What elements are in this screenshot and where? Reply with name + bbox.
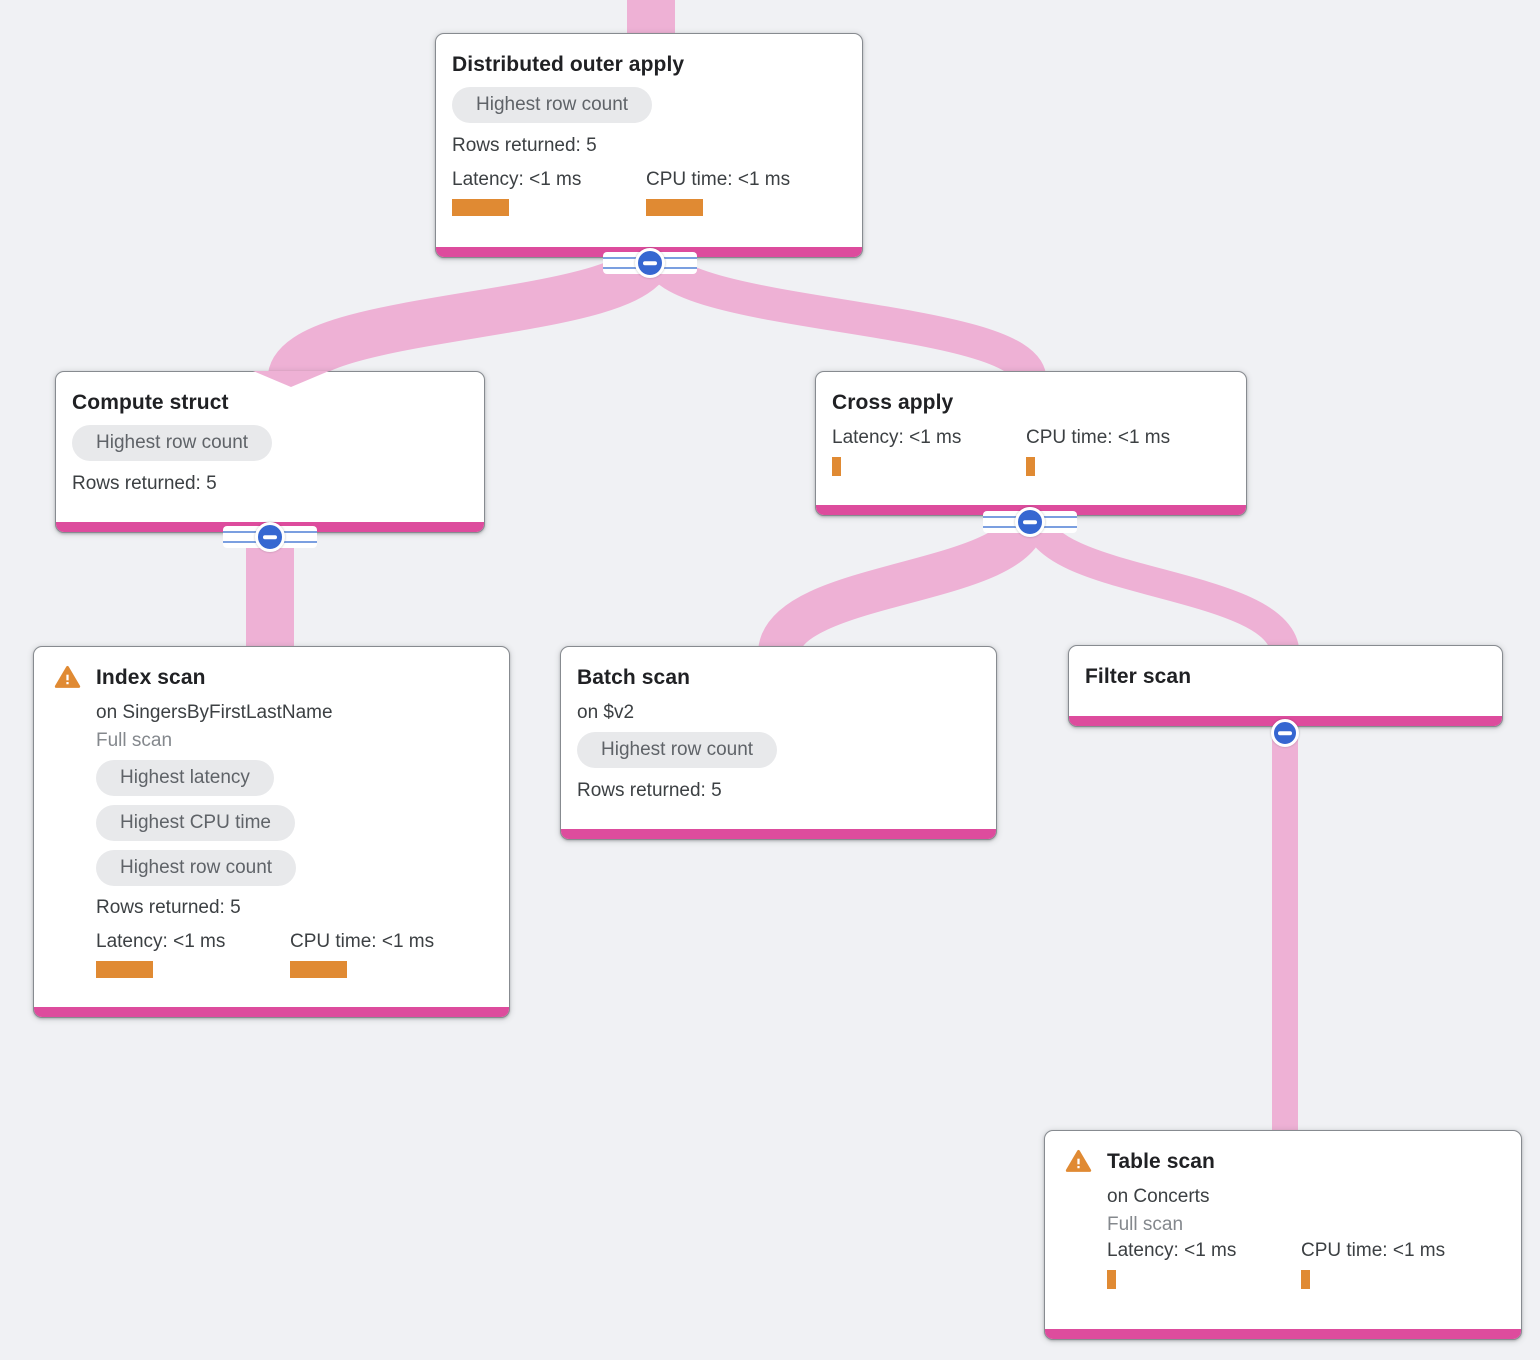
collapse-minus-icon: [635, 248, 665, 278]
plan-node-index-scan[interactable]: Index scan on SingersByFirstLastName Ful…: [33, 646, 510, 1018]
latency-label: Latency: <1 ms: [1107, 1240, 1237, 1261]
collapse-minus-icon: [1271, 719, 1299, 747]
node-title: Filter scan: [1085, 665, 1192, 688]
rows-returned-label: Rows returned: 5: [452, 135, 597, 156]
cpu-time-bar: [1026, 457, 1035, 476]
edge-distributed-outer-apply-to-cross-apply: [640, 248, 1047, 384]
latency-bar: [1107, 1270, 1116, 1289]
full-scan-label: Full scan: [1107, 1214, 1184, 1235]
rows-returned-label: Rows returned: 5: [577, 780, 722, 801]
badge-highest-row-count: Highest row count: [72, 425, 273, 461]
badge-highest-row-count: Highest row count: [452, 87, 653, 123]
badge-highest-row-count: Highest row count: [577, 732, 778, 768]
cpu-time-label: CPU time: <1 ms: [1301, 1240, 1446, 1261]
plan-node-batch-scan[interactable]: Batch scan on $v2 Highest row count Rows…: [560, 646, 997, 840]
cpu-time-label: CPU time: <1 ms: [646, 169, 791, 190]
node-title: Distributed outer apply: [452, 53, 685, 76]
cpu-time-bar: [646, 199, 703, 216]
plan-node-distributed-outer-apply[interactable]: Distributed outer apply Highest row coun…: [435, 33, 863, 258]
plan-node-table-scan[interactable]: Table scan on Concerts Full scan Latency…: [1044, 1130, 1522, 1340]
cpu-time-label: CPU time: <1 ms: [1026, 427, 1171, 448]
node-accent-bar: [1045, 1329, 1521, 1339]
scan-target-label: on Concerts: [1107, 1186, 1210, 1207]
warning-triangle-icon: [54, 665, 81, 688]
latency-label: Latency: <1 ms: [832, 427, 962, 448]
full-scan-label: Full scan: [96, 730, 173, 751]
node-title: Compute struct: [72, 391, 229, 414]
node-accent-bar: [561, 829, 996, 839]
latency-label: Latency: <1 ms: [96, 931, 226, 952]
badge-highest-cpu-time: Highest CPU time: [96, 805, 295, 841]
collapse-button-filter-scan[interactable]: [1271, 719, 1299, 747]
scan-target-label: on SingersByFirstLastName: [96, 702, 333, 723]
latency-bar: [832, 457, 841, 476]
rows-returned-label: Rows returned: 5: [96, 897, 241, 918]
scan-target-label: on $v2: [577, 702, 635, 723]
collapse-button-distributed-outer-apply[interactable]: [603, 248, 697, 278]
edge-cross-apply-to-batch-scan: [758, 512, 1047, 658]
node-title: Batch scan: [577, 666, 691, 689]
edge-cross-apply-to-filter-scan: [1022, 513, 1300, 657]
collapse-minus-icon: [255, 522, 285, 552]
node-title: Table scan: [1107, 1150, 1215, 1173]
warning-triangle-icon: [1065, 1149, 1092, 1172]
cpu-time-bar: [290, 961, 347, 978]
badge-highest-row-count: Highest row count: [96, 850, 297, 886]
collapse-button-compute-struct[interactable]: [223, 522, 317, 552]
node-title: Index scan: [96, 666, 206, 689]
badge-highest-latency: Highest latency: [96, 760, 274, 796]
plan-node-filter-scan[interactable]: Filter scan: [1068, 645, 1503, 727]
latency-bar: [96, 961, 153, 978]
plan-node-compute-struct[interactable]: Compute struct Highest row count Rows re…: [55, 371, 485, 533]
plan-node-cross-apply[interactable]: Cross apply Latency: <1 ms CPU time: <1 …: [815, 371, 1247, 516]
edge-distributed-outer-apply-to-compute-struct: [267, 246, 674, 386]
latency-label: Latency: <1 ms: [452, 169, 582, 190]
cpu-time-label: CPU time: <1 ms: [290, 931, 435, 952]
latency-bar: [452, 199, 509, 216]
node-title: Cross apply: [832, 391, 954, 414]
node-accent-bar: [34, 1007, 509, 1017]
cpu-time-bar: [1301, 1270, 1310, 1289]
collapse-minus-icon: [1015, 507, 1045, 537]
rows-returned-label: Rows returned: 5: [72, 473, 217, 494]
collapse-button-cross-apply[interactable]: [983, 507, 1077, 537]
